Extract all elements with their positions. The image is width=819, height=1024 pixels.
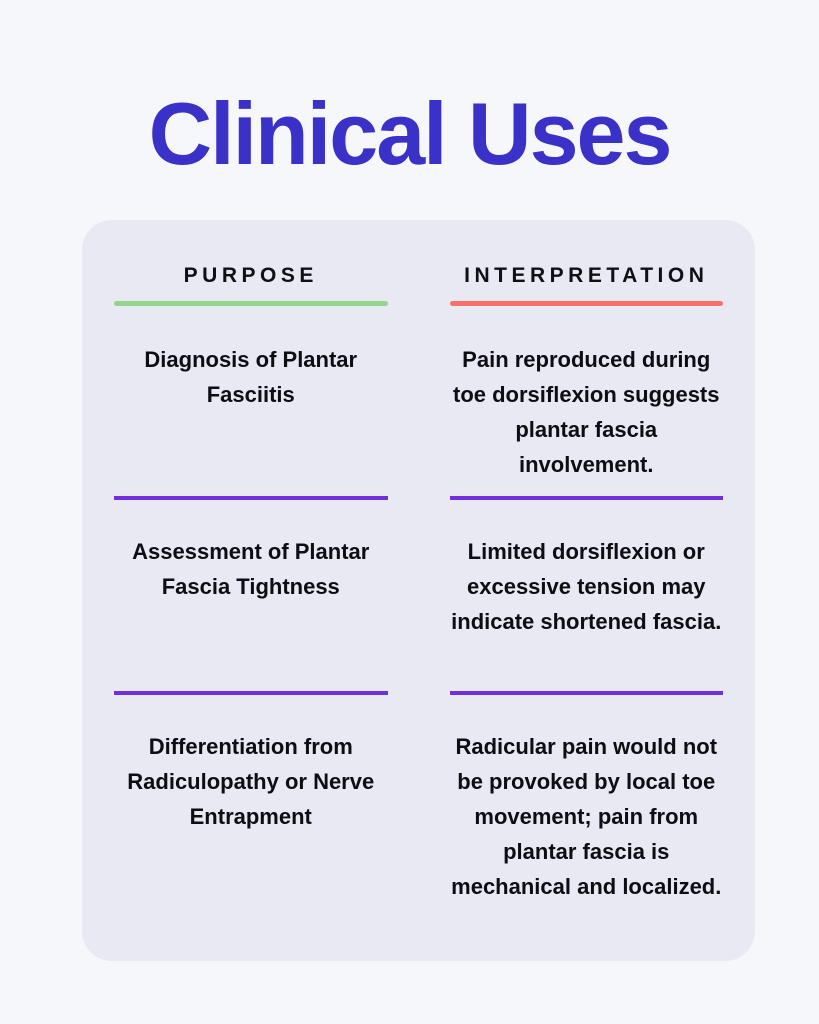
clinical-uses-card: PURPOSE INTERPRETATION Diagnosis of Plan… [82, 220, 755, 961]
table-cell-row2-interpretation: Limited dorsiflexion or excessive tensio… [449, 500, 723, 695]
table-cell-row2-purpose: Assessment of Plantar Fascia Tightness [114, 500, 388, 695]
clinical-uses-table: PURPOSE INTERPRETATION Diagnosis of Plan… [82, 220, 755, 904]
interpretation-header-underline [449, 301, 723, 306]
table-cell-row3-interpretation: Radicular pain would not be provoked by … [451, 734, 722, 899]
interpretation-header-label: INTERPRETATION [464, 264, 709, 287]
column-header-purpose: PURPOSE [114, 220, 388, 308]
purpose-header-label: PURPOSE [183, 264, 318, 287]
table-cell-row3-purpose: Differentiation from Radiculopathy or Ne… [127, 734, 375, 829]
purpose-header-underline [114, 301, 388, 306]
page-title: Clinical Uses [148, 84, 673, 183]
table-cell-row1-interpretation: Pain reproduced during toe dorsiflexion … [449, 308, 723, 500]
table-cell-row1-purpose: Diagnosis of Plantar Fasciitis [114, 308, 388, 500]
column-header-interpretation: INTERPRETATION [449, 220, 723, 308]
